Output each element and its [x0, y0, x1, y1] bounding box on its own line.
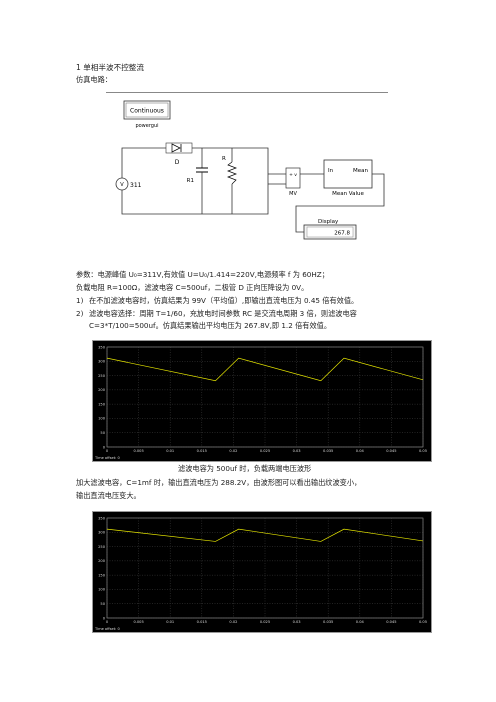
x-tick-label: 0.05 — [419, 449, 427, 453]
series-line — [106, 357, 424, 382]
scope-plot-500uf: 0 50 100 150 200 250 300 350 0 0.005 0.01 0.015 0.02… — [92, 340, 432, 462]
resistor1-label: R1 — [187, 178, 194, 184]
para-1mf-line-1: 加大滤波电容，C=1mf 时，输出直流电压为 288.2V，由波形图可以看出输出… — [76, 478, 362, 487]
x-tick-label: 0.03 — [293, 620, 301, 624]
x-tick-label: 0.025 — [260, 449, 270, 453]
x-tick-label: 0.03 — [293, 449, 301, 453]
list-num-1: 1) — [76, 296, 84, 305]
x-tick-label: 0.005 — [133, 449, 143, 453]
y-tick-label: 300 — [98, 531, 106, 535]
svg-text:+ v: + v — [289, 172, 297, 178]
series-line — [106, 528, 424, 542]
svg-text:V: V — [120, 182, 124, 188]
list-text-1: 在不加滤波电容时，仿真结果为 99V（平均值）,即输出直流电压为 0.45 倍有… — [89, 296, 359, 305]
y-tick-label: 0 — [103, 616, 106, 620]
voltage-measurement-block[interactable] — [285, 167, 301, 189]
mean-value-label: Mean Value — [332, 191, 364, 197]
x-tick-label: 0.005 — [133, 620, 143, 624]
x-tick-label: 0 — [106, 449, 109, 453]
source-value: 311 — [130, 182, 142, 189]
resistor-label: R — [222, 156, 226, 162]
x-tick-label: 0.045 — [386, 620, 396, 624]
x-tick-label: 0.02 — [229, 449, 237, 453]
y-tick-label: 100 — [98, 417, 106, 421]
y-tick-label: 150 — [98, 402, 106, 406]
section-heading: 1 单相半波不控整流 — [76, 63, 144, 72]
params-line-1: 参数：电源峰值 U₀=311V,有效值 U=U₀/1.414=220V,电源频率… — [76, 270, 329, 279]
time-offset-label: Time offset: 0 — [94, 627, 120, 631]
y-tick-label: 250 — [98, 545, 106, 549]
y-tick-label: 50 — [100, 431, 105, 435]
mean-out-port: Mean — [353, 168, 368, 174]
x-tick-label: 0.01 — [166, 449, 174, 453]
x-tick-label: 0.01 — [166, 620, 174, 624]
x-tick-label: 0.015 — [197, 620, 207, 624]
display-title: Display — [318, 219, 339, 225]
x-tick-label: 0.045 — [386, 449, 396, 453]
y-tick-label: 350 — [98, 516, 106, 520]
list-num-2: 2) — [76, 309, 84, 318]
y-tick-label: 300 — [98, 360, 106, 364]
mv-label: MV — [289, 191, 297, 197]
diode-label: D — [175, 159, 180, 166]
mean-value-block[interactable] — [323, 159, 373, 189]
y-tick-label: 350 — [98, 345, 106, 349]
y-tick-label: 250 — [98, 374, 106, 378]
resistor-icon[interactable] — [227, 161, 237, 185]
y-tick-label: 0 — [103, 445, 106, 449]
x-tick-label: 0.04 — [356, 620, 365, 624]
params-line-2: 负载电阻 R=100Ω，滤波电容 C=500uf，二极管 D 正向压降设为 0V… — [76, 283, 309, 292]
x-tick-label: 0.035 — [323, 620, 333, 624]
y-tick-label: 200 — [98, 559, 106, 563]
time-offset-label: Time offset: 0 — [94, 456, 120, 460]
powergui-label: powergui — [135, 123, 158, 129]
display-value: 267.8 — [334, 231, 350, 237]
ac-source-icon[interactable] — [115, 177, 129, 191]
x-tick-label: 0.05 — [419, 620, 427, 624]
sim-circuit-label: 仿真电路： — [76, 75, 112, 84]
y-tick-label: 50 — [100, 602, 105, 606]
scope-plot-1mf: 0 50 100 150 200 250 300 350 0 0.005 0.01 0.015 0.02… — [92, 511, 432, 633]
powergui-block-text: Continuous — [130, 108, 164, 115]
para-1mf-line-2: 输出直流电压变大。 — [76, 491, 141, 500]
list-text-2-cont: C=3*T/100=500uf。仿真结果输出平均电压为 267.8V,即 1.2… — [89, 321, 332, 330]
x-tick-label: 0 — [106, 620, 109, 624]
caption-500uf: 滤波电容为 500uf 时，负载两端电压波形 — [178, 464, 312, 473]
x-tick-label: 0.04 — [356, 449, 365, 453]
list-text-2: 滤波电容选择：周期 T=1/60，充放电时间参数 RC 是交流电周期 3 倍，则… — [89, 309, 357, 318]
y-tick-label: 200 — [98, 388, 106, 392]
y-tick-label: 100 — [98, 588, 106, 592]
y-tick-label: 150 — [98, 573, 106, 577]
divider — [106, 92, 388, 93]
circuit-schematic: Continuous powergui V 311 D R1 R + v MV … — [115, 100, 385, 240]
x-tick-label: 0.035 — [323, 449, 333, 453]
x-tick-label: 0.02 — [229, 620, 237, 624]
x-tick-label: 0.015 — [197, 449, 207, 453]
x-tick-label: 0.025 — [260, 620, 270, 624]
mean-in-port: In — [328, 168, 334, 174]
